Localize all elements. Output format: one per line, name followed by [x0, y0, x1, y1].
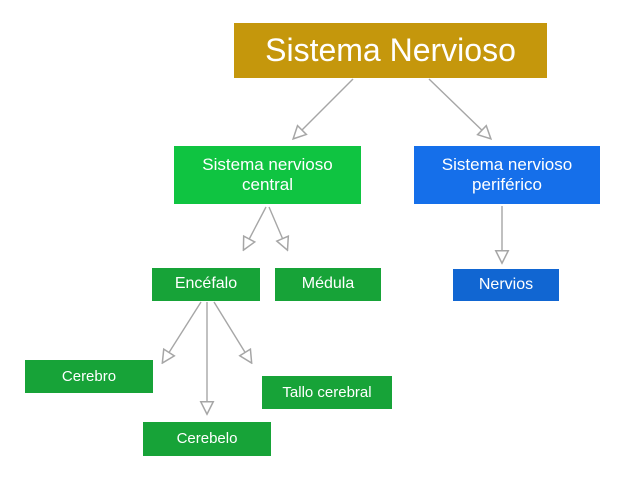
node-encefalo: Encéfalo: [152, 268, 260, 301]
arrow-encefalo-to-tallo: [213, 301, 251, 362]
node-medula: Médula: [275, 268, 381, 301]
arrow-root-to-central: [294, 78, 354, 138]
arrow-encefalo-to-cerebro: [163, 301, 202, 362]
node-sistema-nervioso-central: Sistema nervioso central: [174, 146, 361, 204]
node-sistema-nervioso-periferico: Sistema nervioso periférico: [414, 146, 600, 204]
node-nervios: Nervios: [453, 269, 559, 301]
arrow-root-to-periferico: [428, 78, 490, 138]
node-tallo-cerebral: Tallo cerebral: [262, 376, 392, 409]
node-cerebelo: Cerebelo: [143, 422, 271, 456]
node-sistema-nervioso: Sistema Nervioso: [234, 23, 547, 78]
arrow-central-to-medula: [268, 206, 287, 249]
arrow-central-to-encefalo: [244, 206, 267, 249]
node-cerebro: Cerebro: [25, 360, 153, 393]
